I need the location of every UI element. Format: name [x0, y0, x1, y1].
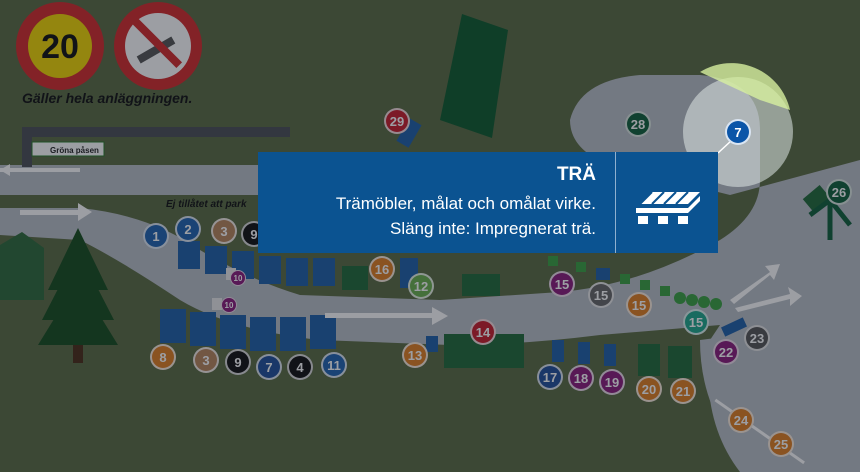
marker-9[interactable]: 9 — [225, 349, 251, 375]
marker-15[interactable]: 15 — [626, 292, 652, 318]
marker-26[interactable]: 26 — [826, 179, 852, 205]
info-popup: TRÄ Trämöbler, målat och omålat virke. S… — [258, 152, 718, 253]
marker-3[interactable]: 3 — [193, 347, 219, 373]
popup-warning: Släng inte: Impregnerat trä. — [389, 219, 596, 238]
marker-13[interactable]: 13 — [402, 342, 428, 368]
marker-2[interactable]: 2 — [175, 216, 201, 242]
marker-1[interactable]: 1 — [143, 223, 169, 249]
marker-22[interactable]: 22 — [713, 339, 739, 365]
no-parking-label: Ej tillåtet att park — [166, 199, 247, 210]
marker-7-selected[interactable]: 7 — [725, 119, 751, 145]
marker-23[interactable]: 23 — [744, 325, 770, 351]
marker-15[interactable]: 15 — [588, 282, 614, 308]
marker-18[interactable]: 18 — [568, 365, 594, 391]
wood-pallet-icon — [636, 191, 700, 224]
popup-description: Trämöbler, målat och omålat virke. — [335, 194, 596, 213]
marker-12[interactable]: 12 — [408, 273, 434, 299]
marker-28[interactable]: 28 — [625, 111, 651, 137]
marker-16[interactable]: 16 — [369, 256, 395, 282]
marker-17[interactable]: 17 — [537, 364, 563, 390]
marker-21[interactable]: 21 — [670, 378, 696, 404]
green-bag-sign: Gröna påsen — [50, 146, 99, 155]
marker-10[interactable]: 10 — [230, 270, 246, 286]
marker-7[interactable]: 7 — [256, 354, 282, 380]
marker-25[interactable]: 25 — [768, 431, 794, 457]
marker-15[interactable]: 15 — [683, 309, 709, 335]
marker-3[interactable]: 3 — [211, 218, 237, 244]
marker-14[interactable]: 14 — [470, 319, 496, 345]
marker-20[interactable]: 20 — [636, 376, 662, 402]
marker-24[interactable]: 24 — [728, 407, 754, 433]
marker-8[interactable]: 8 — [150, 344, 176, 370]
marker-4[interactable]: 4 — [287, 354, 313, 380]
popup-divider — [615, 152, 616, 253]
marker-29[interactable]: 29 — [384, 108, 410, 134]
marker-11[interactable]: 11 — [321, 352, 347, 378]
popup-title: TRÄ — [556, 164, 596, 185]
svg-text:20: 20 — [41, 28, 79, 66]
marker-15[interactable]: 15 — [549, 271, 575, 297]
marker-10[interactable]: 10 — [221, 297, 237, 313]
speed-limit-caption: Gäller hela anläggningen. — [22, 90, 193, 106]
marker-19[interactable]: 19 — [599, 369, 625, 395]
